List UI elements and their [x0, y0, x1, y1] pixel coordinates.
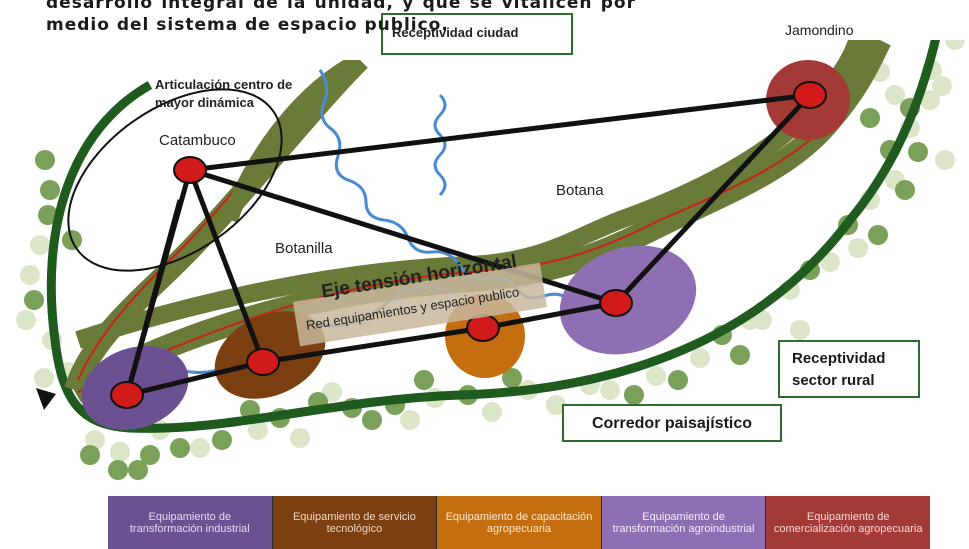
red-nodes: [110, 81, 827, 409]
legend: Equipamiento de transformación industria…: [108, 496, 930, 549]
header-band: [0, 0, 640, 60]
legend-item-capacitacion: Equipamiento de capacitación agropecuari…: [437, 496, 602, 549]
jamondino-label: Jamondino: [785, 22, 854, 38]
articulacion-label: Articulación centro de mayor dinámica: [155, 77, 293, 110]
catambuco-label: Catambuco: [159, 132, 236, 149]
legend-item-servicio-tecnologico: Equipamiento de servicio tecnológico: [272, 496, 438, 549]
receptividad-ciudad-label: Receptividad ciudad: [392, 25, 519, 40]
legend-item-transformacion-industrial: Equipamiento de transformación industria…: [108, 496, 273, 549]
outer-road: [46, 19, 945, 433]
river-branch: [433, 93, 447, 197]
river: [318, 69, 636, 318]
corredor-box: Corredor paisajístico: [562, 404, 782, 442]
botanilla-label: Botanilla: [275, 240, 333, 257]
header-band-right: [640, 0, 969, 40]
connections: [124, 92, 812, 398]
legend-item-comercializacion: Equipamiento de comercialización agropec…: [766, 496, 930, 549]
red-line-east: [77, 109, 841, 393]
road-arrow-left: [36, 388, 56, 410]
legend-item-agroindustrial: Equipamiento de transformación agroindus…: [601, 496, 767, 549]
botana-label: Botana: [556, 182, 604, 199]
receptividad-ciudad-frame: [381, 13, 573, 55]
intro-text: desarrollo integral de la unidad, y que …: [46, 0, 636, 35]
receptividad-rural-box: Receptividad sector rural: [778, 340, 920, 398]
eje-tension-banner: [292, 262, 547, 347]
